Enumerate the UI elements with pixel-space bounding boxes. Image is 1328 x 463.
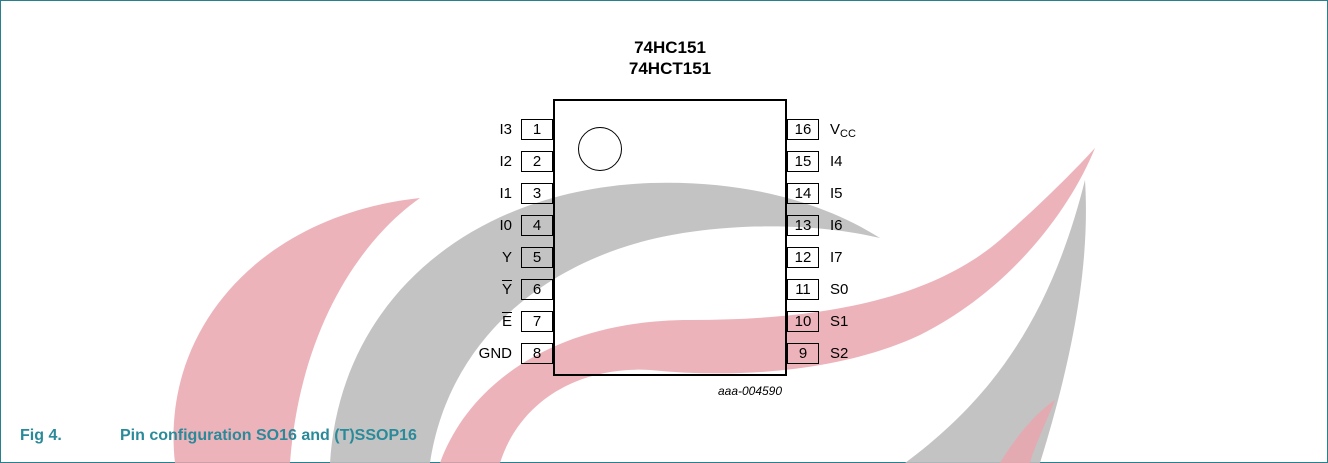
pin-name-14: I5	[830, 185, 843, 202]
pin-number-13: 13	[787, 215, 819, 236]
pin-number-12: 12	[787, 247, 819, 268]
pin-name-1: I3	[499, 121, 512, 138]
pin-number-7: 7	[521, 311, 553, 332]
pin-name-11: S0	[830, 281, 849, 298]
pin-number-15: 15	[787, 151, 819, 172]
pin-number-4: 4	[521, 215, 553, 236]
pin-number-14: 14	[787, 183, 819, 204]
pin-name-16: VCC	[830, 119, 856, 145]
pin-number-8: 8	[521, 343, 553, 364]
figure-title: Pin configuration SO16 and (T)SSOP16	[120, 427, 417, 444]
pin-name-10: S1	[830, 313, 849, 330]
pin-number-2: 2	[521, 151, 553, 172]
pin-name-5: Y	[501, 249, 512, 266]
pin-number-3: 3	[521, 183, 553, 204]
pin-name-4: I0	[499, 217, 512, 234]
pin-number-9: 9	[787, 343, 819, 364]
pin-name-9: S2	[830, 345, 849, 362]
pin-number-16: 16	[787, 119, 819, 140]
pin-name-6: Y	[501, 281, 512, 298]
reference-code: aaa-004590	[717, 384, 783, 398]
figure-label: Fig 4.	[20, 427, 62, 444]
pin-name-15: I4	[830, 153, 843, 170]
chip-title-line1: 74HC151	[634, 38, 706, 57]
chip-title-line2: 74HCT151	[628, 59, 712, 78]
pin-name-16-main: V	[830, 121, 841, 138]
pin-name-7: E	[501, 313, 512, 330]
pin1-indicator-dot	[578, 127, 622, 171]
pin-name-13: I6	[830, 217, 843, 234]
pin-number-6: 6	[521, 279, 553, 300]
pin-number-11: 11	[787, 279, 819, 300]
pin-name-12: I7	[830, 249, 843, 266]
pin-number-10: 10	[787, 311, 819, 332]
chip-body	[553, 99, 787, 376]
pin-name-2: I2	[499, 153, 512, 170]
pin-name-8: GND	[478, 345, 512, 362]
pin-name-3: I1	[499, 185, 512, 202]
pin-number-5: 5	[521, 247, 553, 268]
pin-number-1: 1	[521, 119, 553, 140]
pin-name-16-subscript: CC	[840, 128, 856, 140]
